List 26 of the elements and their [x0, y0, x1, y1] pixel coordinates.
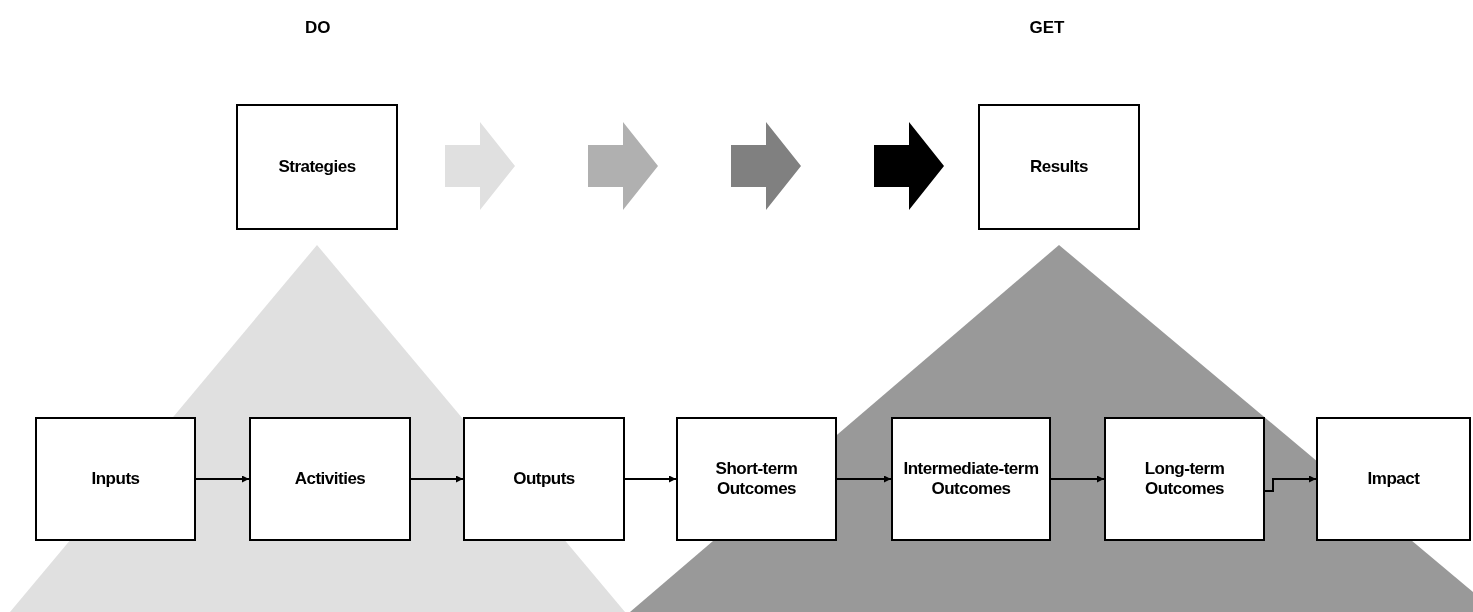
- arrow: [624, 475, 677, 483]
- arrow: [836, 475, 892, 483]
- arrow: [195, 475, 250, 483]
- box-label: Intermediate-term Outcomes: [902, 459, 1040, 499]
- process-box: [236, 104, 398, 230]
- box-label: Strategies: [278, 157, 356, 177]
- process-box: [891, 417, 1051, 541]
- section-heading: GET: [1029, 18, 1065, 38]
- box-label: Results: [1030, 157, 1088, 177]
- box-label: Impact: [1367, 469, 1420, 489]
- arrow: [410, 475, 464, 483]
- process-box: [35, 417, 196, 541]
- process-box: [1104, 417, 1265, 541]
- process-box: [1316, 417, 1471, 541]
- box-label: Outputs: [513, 469, 575, 489]
- arrow: [1264, 475, 1317, 492]
- section-heading: DO: [305, 18, 331, 38]
- arrow: [1050, 475, 1105, 483]
- process-box: [249, 417, 411, 541]
- box-label: Inputs: [91, 469, 140, 489]
- box-label: Activities: [294, 469, 366, 489]
- box-label: Short-term Outcomes: [714, 459, 799, 499]
- process-box: [676, 417, 837, 541]
- process-box: [978, 104, 1140, 230]
- box-label: Long-term Outcomes: [1143, 459, 1226, 499]
- process-box: [463, 417, 625, 541]
